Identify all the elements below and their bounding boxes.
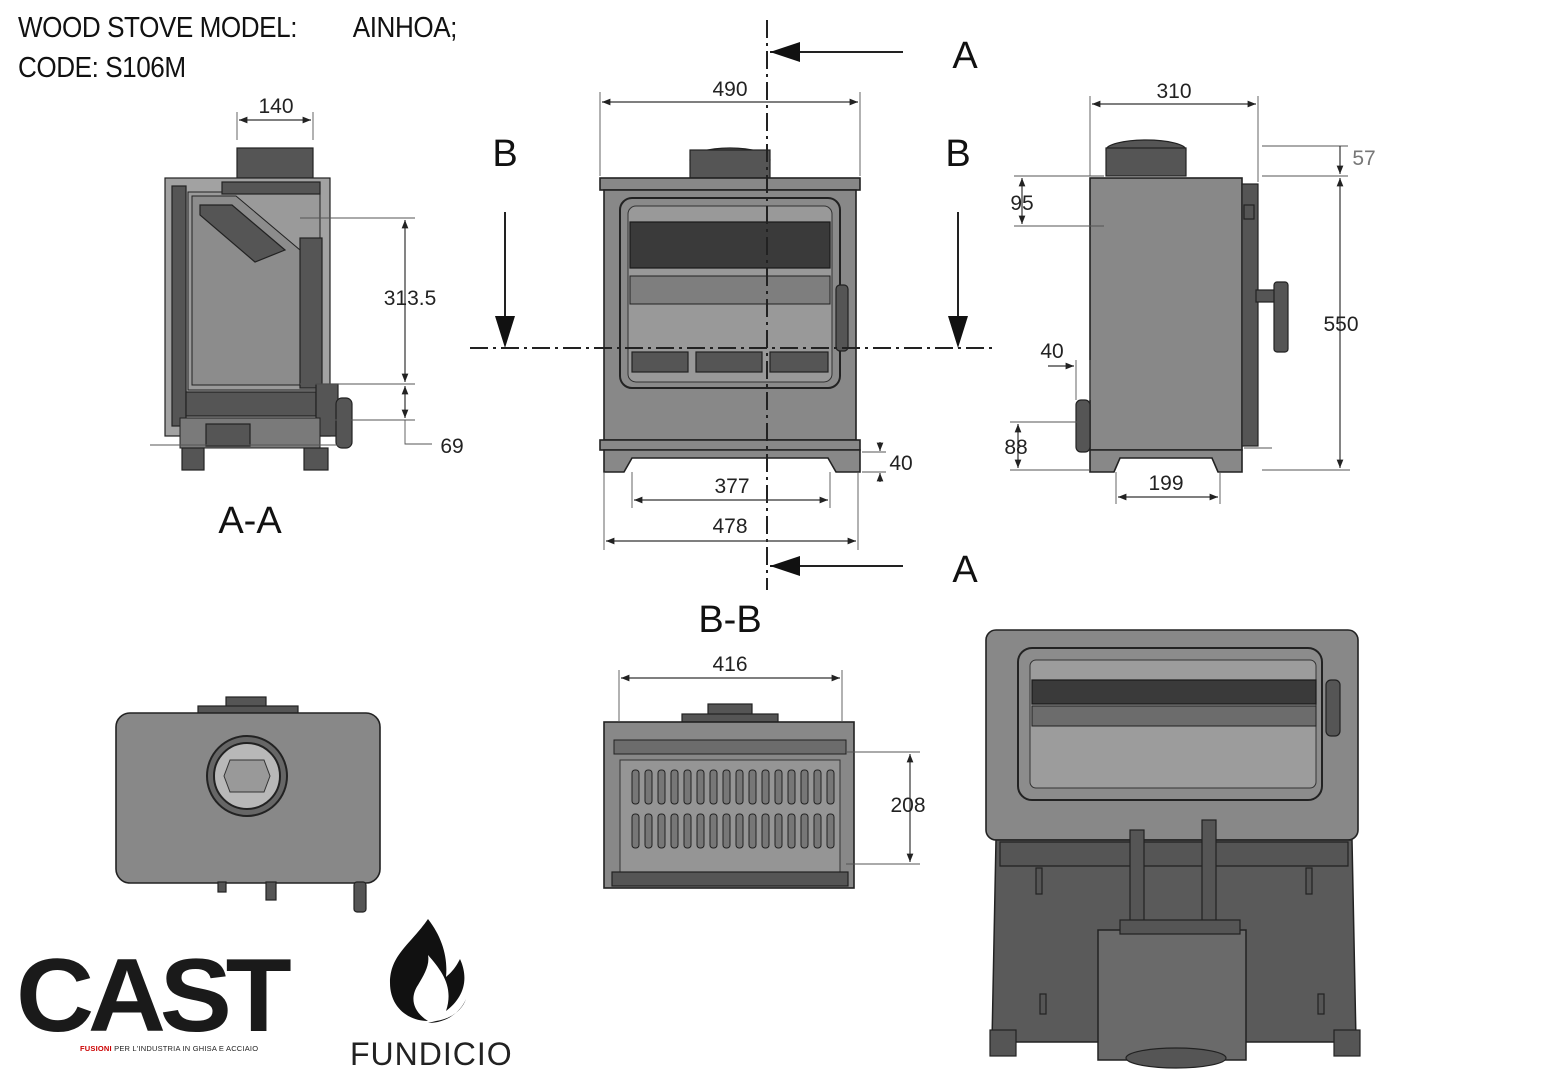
dim-side-depth: 310: [1156, 80, 1191, 103]
air-inlet-side: [1075, 399, 1091, 453]
section-b-marker-left: B: [492, 133, 517, 175]
dim-top-width: 490: [712, 78, 747, 101]
glass-panel: [629, 221, 831, 269]
grate-slot: [774, 769, 783, 805]
air-inlet: [335, 397, 353, 449]
cast-tagline: PER L'INDUSTRIA IN GHISA E ACCIAIO: [114, 1044, 259, 1053]
flue-collar-side: [1105, 147, 1187, 177]
grate-slot: [800, 813, 809, 849]
section-b-marker-right: B: [945, 133, 970, 175]
grate-slot: [644, 813, 653, 849]
grate-slot: [683, 813, 692, 849]
dim-leg-span: 377: [714, 475, 749, 498]
grate-slot: [670, 769, 679, 805]
dim-air-inlet-offset: 40: [1040, 340, 1063, 363]
grate-slot: [748, 813, 757, 849]
dim-leg-height: 40: [889, 452, 912, 475]
grate-slot: [800, 769, 809, 805]
grate-slot: [735, 769, 744, 805]
code-label: CODE: S106M: [18, 52, 186, 84]
grate-slot: [657, 813, 666, 849]
dim-side-leg-span: 199: [1148, 472, 1183, 495]
door-handle: [835, 284, 849, 352]
grate-slot: [722, 769, 731, 805]
section-bb-label: B-B: [698, 599, 761, 641]
grate-slot: [761, 813, 770, 849]
stove-body-side: [1089, 177, 1243, 451]
dim-flue-setback: 57: [1352, 147, 1375, 170]
grate-slot: [748, 769, 757, 805]
fundicio-logo: FUNDICIO: [350, 915, 513, 1072]
model-header: WOOD STOVE MODEL: AINHOA;: [18, 12, 457, 45]
dim-ash-height: 69: [440, 435, 463, 458]
door-handle-perspective: [1325, 679, 1341, 737]
grate-slot: [631, 813, 640, 849]
grate-slot: [787, 813, 796, 849]
grate-slot: [761, 769, 770, 805]
dim-top-offset: 95: [1010, 192, 1033, 215]
grate-slot: [670, 813, 679, 849]
dim-total-height: 550: [1323, 313, 1358, 336]
section-aa-label: A-A: [218, 500, 282, 542]
section-bb-view: B-B 416 208: [603, 599, 926, 889]
flame-icon: [390, 919, 466, 1023]
grate-slot: [631, 769, 640, 805]
model-name: AINHOA;: [352, 12, 458, 44]
cast-wordmark: CAST: [16, 938, 292, 1054]
top-view: [115, 696, 381, 913]
grate-slot: [709, 769, 718, 805]
cast-logo: CAST FUSIONI PER L'INDUSTRIA IN GHISA E …: [16, 944, 306, 1062]
grate-slot: [813, 769, 822, 805]
dim-inner-height: 313.5: [384, 287, 437, 310]
section-aa-view: 140 313.5 69 A-A: [150, 95, 464, 542]
dim-firebox-width: 416: [712, 653, 747, 676]
section-a-marker-top: A: [952, 35, 978, 77]
grate-slot: [696, 813, 705, 849]
grate-slot: [696, 769, 705, 805]
dim-base-width: 478: [712, 515, 747, 538]
grate-slot: [826, 813, 835, 849]
side-view: 310 57 95 550 40 88 199: [1004, 80, 1376, 504]
grate-slot: [735, 813, 744, 849]
grate-slot: [813, 813, 822, 849]
grate-slot: [787, 769, 796, 805]
grate-slots: [631, 769, 835, 849]
grate-slot: [826, 769, 835, 805]
dim-firebox-depth: 208: [890, 794, 925, 817]
cast-tagline-red: FUSIONI: [80, 1044, 112, 1053]
flue-collar: [236, 147, 314, 179]
perspective-view: [985, 629, 1361, 1069]
model-label: WOOD STOVE MODEL:: [18, 12, 298, 44]
dim-flue-width: 140: [258, 95, 293, 118]
ash-pan: [1097, 929, 1247, 1061]
grate-slot: [683, 769, 692, 805]
section-a-marker-bottom: A: [952, 549, 978, 591]
grate-slot: [722, 813, 731, 849]
fundicio-wordmark: FUNDICIO: [350, 1036, 513, 1072]
grate-slot: [709, 813, 718, 849]
dim-air-inlet-height: 88: [1004, 436, 1027, 459]
grate-slot: [644, 769, 653, 805]
grate-slot: [774, 813, 783, 849]
front-view: A A B B 490 377 478 40: [470, 20, 995, 591]
grate-slot: [657, 769, 666, 805]
